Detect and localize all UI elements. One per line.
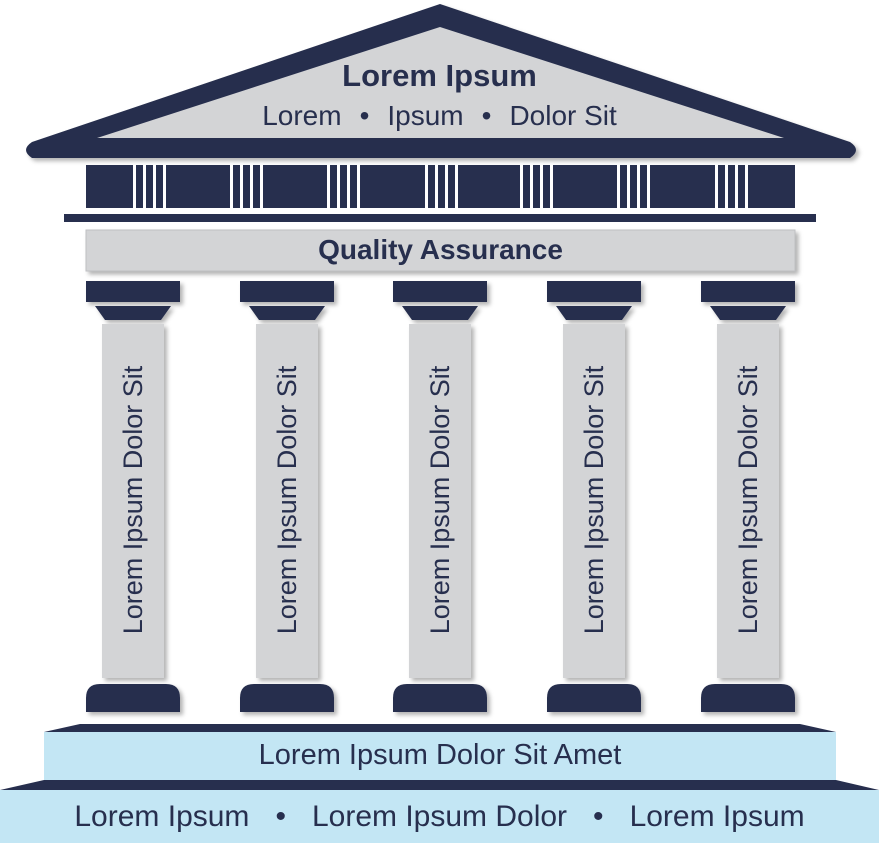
column-base [547, 684, 641, 712]
lower-step-item: Lorem Ipsum Dolor [311, 800, 568, 833]
pillar-4-label: Lorem Ipsum Dolor Sit [579, 365, 609, 635]
column-shaft [102, 324, 164, 678]
column-base [86, 684, 180, 712]
triglyph [327, 165, 360, 208]
column-capital [240, 281, 334, 302]
column [240, 281, 334, 712]
column-base [393, 684, 487, 712]
roof-subtitle: Lorem • Ipsum • Dolor Sit [0, 100, 879, 132]
pillar-3-label: Lorem Ipsum Dolor Sit [425, 365, 455, 635]
column-capital [86, 281, 180, 302]
pillar-2-label: Lorem Ipsum Dolor Sit [272, 365, 302, 635]
triglyph [133, 165, 166, 208]
pillar-1-label: Lorem Ipsum Dolor Sit [118, 365, 148, 635]
roof-subtitle-item: Lorem [262, 100, 342, 131]
separator-dot: • [481, 100, 492, 131]
lower-step [0, 780, 879, 843]
cornice-line [64, 214, 816, 222]
roof-subtitle-item: Ipsum [387, 100, 464, 131]
column [701, 281, 795, 712]
column-shaft [409, 324, 471, 678]
upper-step [44, 724, 836, 780]
column-shaft [256, 324, 318, 678]
separator-dot: • [593, 800, 604, 833]
column [393, 281, 487, 712]
column-shaft [563, 324, 625, 678]
column [547, 281, 641, 712]
triglyph [230, 165, 263, 208]
lower-step-label: Lorem Ipsum • Lorem Ipsum Dolor • Lorem Ipsu… [0, 797, 879, 837]
roof-subtitle-item: Dolor Sit [509, 100, 617, 131]
quality-assurance-label: Quality Assurance [318, 234, 563, 265]
triglyph [425, 165, 458, 208]
column-shaft [717, 324, 779, 678]
lower-step-item: Lorem Ipsum [629, 800, 805, 833]
frieze [86, 165, 795, 208]
pillar-5-label: Lorem Ipsum Dolor Sit [733, 365, 763, 635]
column-base [701, 684, 795, 712]
upper-step-label: Lorem Ipsum Dolor Sit Amet [258, 739, 622, 771]
column-capital [547, 281, 641, 302]
column [86, 281, 180, 712]
roof-title: Lorem Ipsum [342, 58, 537, 93]
triglyph [617, 165, 650, 208]
lower-step-item: Lorem Ipsum [74, 800, 250, 833]
roof-pediment [26, 4, 856, 158]
separator-dot: • [359, 100, 370, 131]
triglyph [520, 165, 553, 208]
column-capital [393, 281, 487, 302]
triglyph [715, 165, 748, 208]
separator-dot: • [275, 800, 286, 833]
column-capital [701, 281, 795, 302]
column-base [240, 684, 334, 712]
quality-beam [85, 229, 796, 272]
